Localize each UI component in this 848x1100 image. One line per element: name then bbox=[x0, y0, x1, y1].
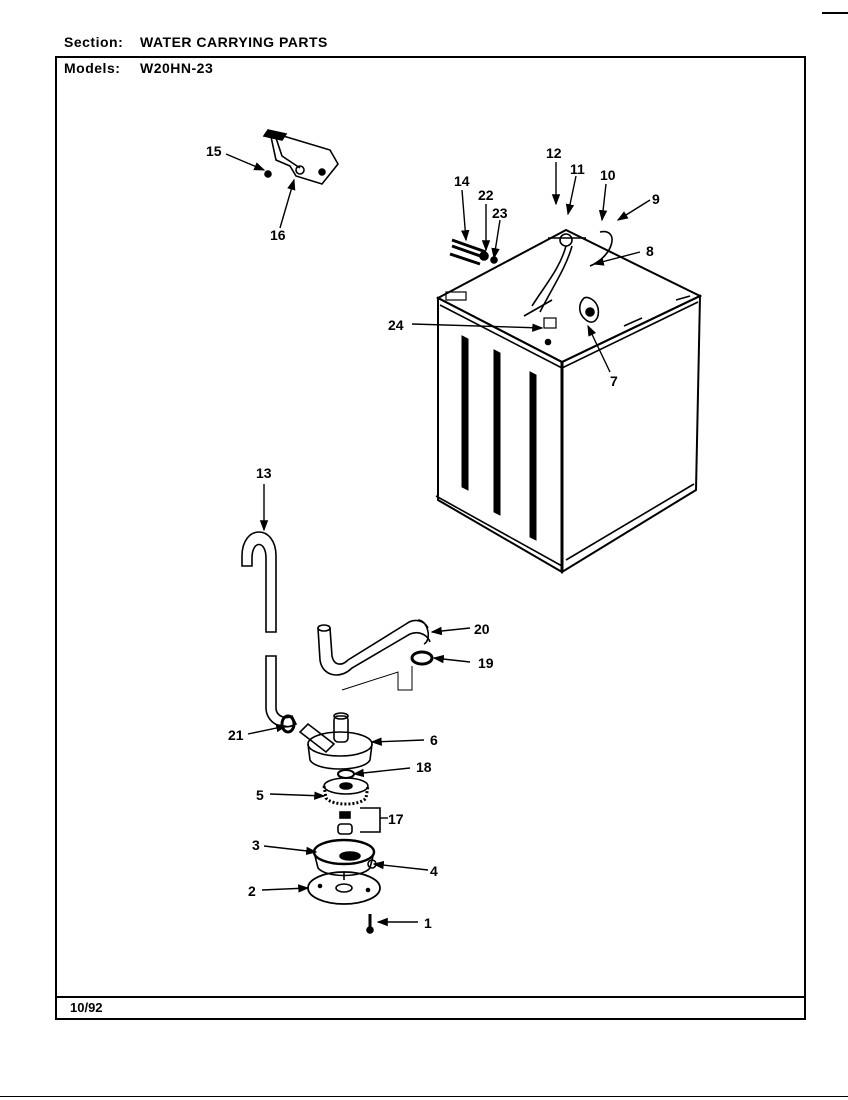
callout-9: 9 bbox=[652, 191, 660, 207]
screw-1 bbox=[366, 914, 374, 934]
callout-10: 10 bbox=[600, 167, 616, 183]
callout-15: 15 bbox=[206, 143, 222, 159]
leader-lines bbox=[225, 153, 651, 927]
washer-cabinet bbox=[435, 228, 703, 574]
models-label: Models: bbox=[64, 60, 121, 76]
models-heading: Models: W20HN-23 bbox=[64, 60, 213, 76]
models-value: W20HN-23 bbox=[140, 60, 214, 76]
callout-3: 3 bbox=[252, 837, 260, 853]
pump-base-plate bbox=[307, 871, 381, 905]
inlet-fittings bbox=[449, 238, 498, 266]
callout-17: 17 bbox=[388, 811, 404, 827]
pump-impeller bbox=[322, 769, 370, 806]
pump-cover bbox=[312, 838, 377, 877]
callout-23: 23 bbox=[492, 205, 508, 221]
callout-24: 24 bbox=[388, 317, 404, 333]
callout-4: 4 bbox=[430, 863, 438, 879]
drain-hose-13 bbox=[241, 531, 298, 728]
callout-5: 5 bbox=[256, 787, 264, 803]
hose-clamp-21 bbox=[280, 714, 296, 734]
callout-11: 11 bbox=[570, 161, 585, 177]
section-label: Section: bbox=[64, 34, 124, 50]
diagram-frame bbox=[55, 56, 806, 1020]
section-heading: Section: WATER CARRYING PARTS bbox=[64, 34, 328, 50]
mounting-bracket bbox=[262, 129, 339, 185]
callout-6: 6 bbox=[430, 732, 438, 748]
callout-18: 18 bbox=[416, 759, 432, 775]
pump-housing bbox=[298, 712, 373, 770]
callout-8: 8 bbox=[646, 243, 654, 259]
hose-clamp-19 bbox=[410, 650, 434, 666]
callout-20: 20 bbox=[474, 621, 490, 637]
callout-7: 7 bbox=[610, 373, 618, 389]
callout-2: 2 bbox=[248, 883, 256, 899]
callout-19: 19 bbox=[478, 655, 494, 671]
footer-rule bbox=[55, 996, 806, 998]
callout-16: 16 bbox=[270, 227, 286, 243]
callout-12: 12 bbox=[546, 145, 562, 161]
section-value: WATER CARRYING PARTS bbox=[140, 34, 328, 50]
callout-21: 21 bbox=[228, 727, 244, 743]
callout-1: 1 bbox=[424, 915, 432, 931]
hose-20 bbox=[317, 619, 431, 691]
callout-14: 14 bbox=[454, 173, 470, 189]
callout-13: 13 bbox=[256, 465, 272, 481]
seal-kit-17 bbox=[337, 807, 381, 835]
callout-22: 22 bbox=[478, 187, 494, 203]
revision-date: 10/92 bbox=[70, 1000, 103, 1015]
page-bottom-rule bbox=[0, 1096, 848, 1097]
corner-mark bbox=[822, 12, 848, 14]
